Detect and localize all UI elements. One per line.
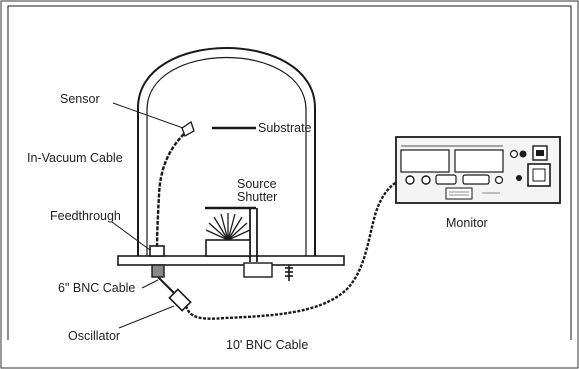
feedthrough-leader xyxy=(111,221,151,251)
bnc10-cable-label: 10' BNC Cable xyxy=(226,338,308,352)
sensor-head xyxy=(181,120,195,137)
base-plate xyxy=(117,255,345,266)
long-bnc-cable xyxy=(184,178,404,320)
shutter-drive xyxy=(243,262,273,278)
bell-jar-outer xyxy=(137,47,316,262)
source-label: Source xyxy=(237,177,277,191)
bnc6-leader xyxy=(141,279,159,289)
source-box xyxy=(205,239,251,257)
short-bnc-cable xyxy=(157,276,176,295)
feedthrough-label: Feedthrough xyxy=(50,209,121,223)
shutter-label: Shutter xyxy=(237,190,277,204)
sensor-leader xyxy=(112,102,184,129)
monitor-label: Monitor xyxy=(446,216,488,230)
ground-spring xyxy=(285,265,293,281)
in-vacuum-cable xyxy=(155,133,185,253)
in-vacuum-cable-label: In-Vacuum Cable xyxy=(27,151,123,165)
feedthrough-fitting xyxy=(151,264,165,278)
oscillator-label: Oscillator xyxy=(68,329,120,343)
panel-border xyxy=(7,5,572,340)
substrate-label: Substrate xyxy=(258,121,312,135)
sensor-label: Sensor xyxy=(60,92,100,106)
oscillator-leader xyxy=(118,305,175,329)
feedthrough xyxy=(149,245,165,257)
bnc6-cable-label: 6" BNC Cable xyxy=(58,281,135,295)
monitor-unit xyxy=(395,136,561,204)
bell-jar-inner xyxy=(146,56,307,262)
vapor-rays xyxy=(205,213,251,241)
